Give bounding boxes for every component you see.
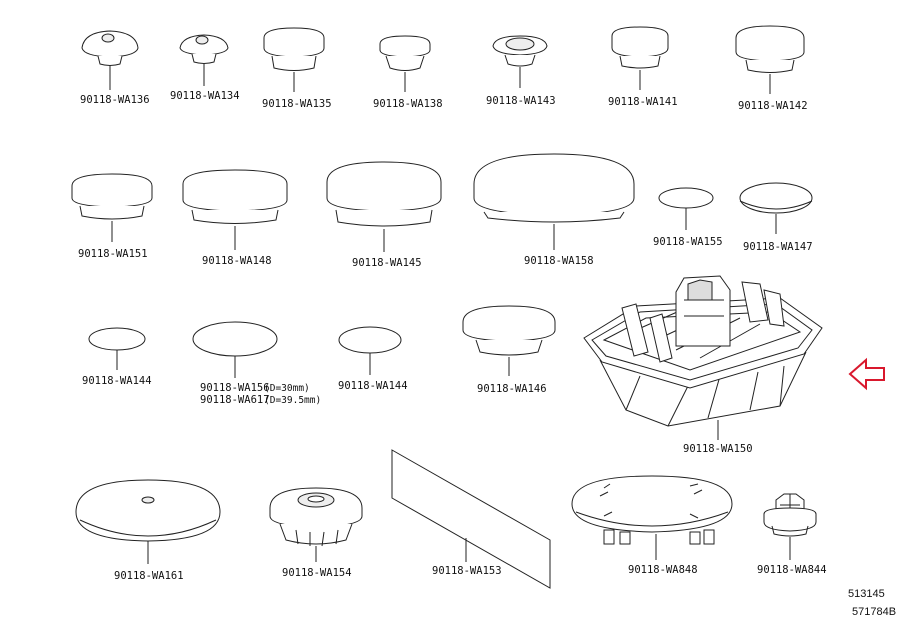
dimension-note: (D=39.5mm) <box>264 395 321 406</box>
part-label[interactable]: 90118-WA138 <box>373 98 443 110</box>
part-label[interactable]: 90118-WA153 <box>432 565 502 577</box>
part-label[interactable]: 90118-WA145 <box>352 257 422 269</box>
part-wa155[interactable]: 90118-WA155 <box>653 187 723 248</box>
part-label[interactable]: 90118-WA148 <box>202 255 272 267</box>
part-wa150[interactable]: 90118-WA150 <box>583 275 823 455</box>
part-wa146[interactable]: 90118-WA146 <box>462 305 556 395</box>
illustration-code: 513145 <box>848 588 885 600</box>
part-wa138[interactable]: 90118-WA138 <box>373 35 443 110</box>
part-wa136[interactable]: 90118-WA136 <box>80 30 150 106</box>
part-label[interactable]: 90118-WA136 <box>80 94 150 106</box>
part-label[interactable]: 90118-WA135 <box>262 98 332 110</box>
part-label[interactable]: 90118-WA844 <box>757 564 827 576</box>
part-label[interactable]: 90118-WA158 <box>524 255 594 267</box>
part-label[interactable]: 90118-WA142 <box>738 100 808 112</box>
part-wa141[interactable]: 90118-WA141 <box>608 26 678 108</box>
part-label[interactable]: 90118-WA141 <box>608 96 678 108</box>
part-wa151[interactable]: 90118-WA151 <box>71 173 153 260</box>
part-wa156-wa617[interactable]: 90118-WA156 (D=30mm) 90118-WA617 (D=39.5… <box>192 321 321 406</box>
part-wa144[interactable]: 90118-WA144 <box>82 327 152 387</box>
part-wa147[interactable]: 90118-WA147 <box>739 182 813 253</box>
part-wa134[interactable]: 90118-WA134 <box>170 34 240 102</box>
part-wa143[interactable]: 90118-WA143 <box>486 35 556 107</box>
part-wa844[interactable]: 90118-WA844 <box>757 493 827 576</box>
part-label[interactable]: 90118-WA144 <box>338 380 408 392</box>
part-label[interactable]: 90118-WA156 <box>200 382 270 394</box>
part-label[interactable]: 90118-WA617 <box>200 394 270 406</box>
part-wa161[interactable]: 90118-WA161 <box>75 479 221 582</box>
part-wa135[interactable]: 90118-WA135 <box>262 27 332 110</box>
part-label[interactable]: 90118-WA151 <box>78 248 148 260</box>
part-label[interactable]: 90118-WA143 <box>486 95 556 107</box>
part-wa153[interactable]: 90118-WA153 <box>391 449 551 589</box>
dimension-note: (D=30mm) <box>264 383 310 394</box>
part-label[interactable]: 90118-WA146 <box>477 383 547 395</box>
arrow-left-icon <box>848 357 885 391</box>
part-wa154[interactable]: 90118-WA154 <box>269 487 363 579</box>
part-label[interactable]: 90118-WA150 <box>683 443 753 455</box>
part-wa145[interactable]: 90118-WA145 <box>326 161 442 269</box>
part-wa142[interactable]: 90118-WA142 <box>735 25 808 112</box>
part-label[interactable]: 90118-WA147 <box>743 241 813 253</box>
part-wa848[interactable]: 90118-WA848 <box>571 475 733 576</box>
part-label[interactable]: 90118-WA848 <box>628 564 698 576</box>
part-label[interactable]: 90118-WA161 <box>114 570 184 582</box>
part-label[interactable]: 90118-WA134 <box>170 90 240 102</box>
part-label[interactable]: 90118-WA154 <box>282 567 352 579</box>
part-label[interactable]: 90118-WA144 <box>82 375 152 387</box>
part-label[interactable]: 90118-WA155 <box>653 236 723 248</box>
part-wa144[interactable]: 90118-WA144 <box>338 326 408 392</box>
catalog-code: 571784B <box>852 606 897 618</box>
part-wa148[interactable]: 90118-WA148 <box>182 169 288 267</box>
part-wa158[interactable]: 90118-WA158 <box>473 153 635 267</box>
